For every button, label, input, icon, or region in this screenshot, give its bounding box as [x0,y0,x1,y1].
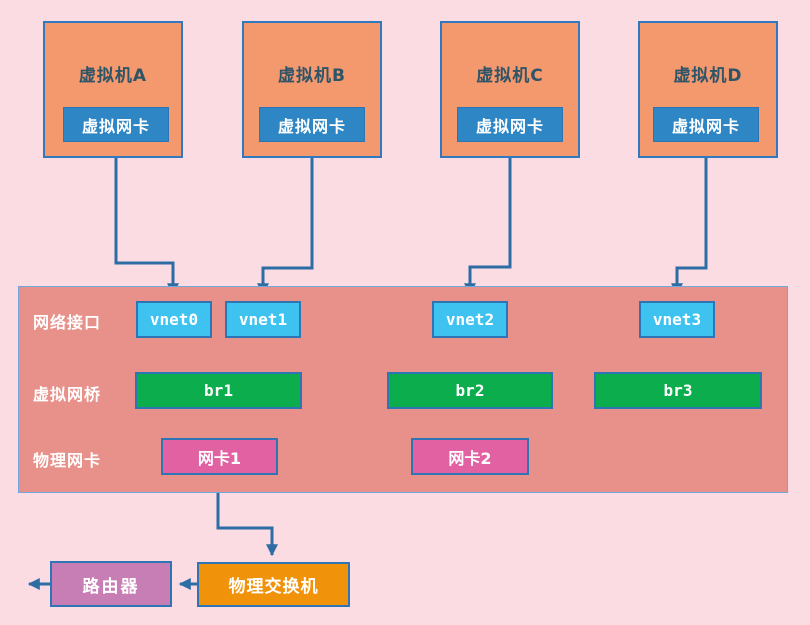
node-vnet1: vnet1 [225,301,301,338]
vm-a-virtual-nic: 虚拟网卡 [63,107,169,142]
node-physical-nic-1: 网卡1 [161,438,278,475]
edge-vmc-to-vnet2 [464,142,512,296]
node-br2: br2 [387,372,553,409]
node-br3: br3 [594,372,762,409]
vm-c-title: 虚拟机C [476,66,544,86]
vm-b-title: 虚拟机B [278,66,346,86]
row-label-network-interfaces: 网络接口 [33,313,102,332]
node-vnet3: vnet3 [639,301,715,338]
row-label-virtual-bridges: 虚拟网桥 [33,385,102,404]
node-physical-nic-2: 网卡2 [411,438,529,475]
edge-vma-to-vnet0 [114,142,179,296]
node-vnet2: vnet2 [432,301,508,338]
vm-c-virtual-nic: 虚拟网卡 [457,107,563,142]
vm-d-title: 虚拟机D [673,66,743,86]
row-label-physical-nics: 物理网卡 [33,451,102,470]
vm-d-virtual-nic: 虚拟网卡 [653,107,759,142]
physical-switch-box: 物理交换机 [197,562,350,607]
router-box: 路由器 [50,561,172,607]
edge-vmd-to-vnet3 [671,142,708,296]
vm-b-virtual-nic: 虚拟网卡 [259,107,365,142]
node-vnet0: vnet0 [136,301,212,338]
node-br1: br1 [135,372,302,409]
vm-a-title: 虚拟机A [78,66,148,86]
edge-vmb-to-vnet1 [257,142,314,296]
